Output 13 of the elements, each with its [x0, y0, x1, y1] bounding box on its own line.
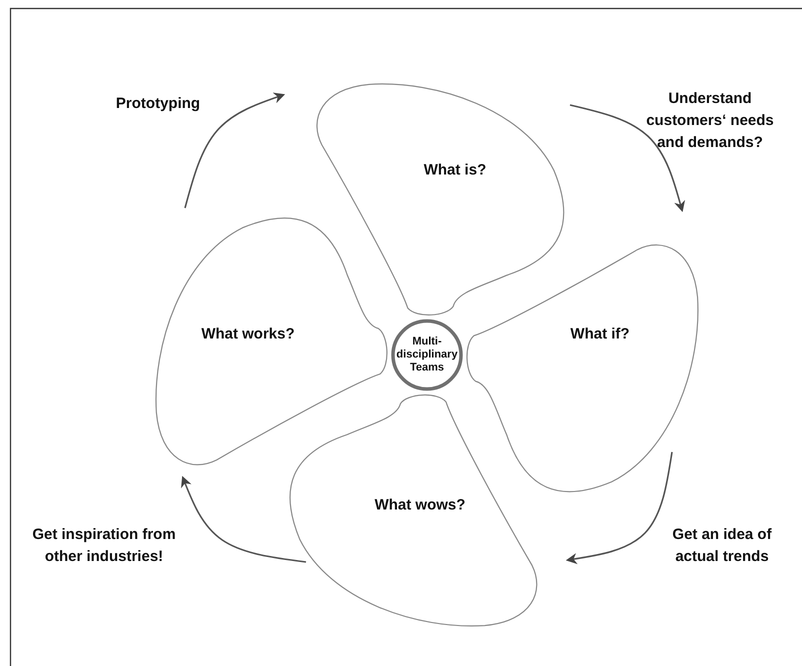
curved-arrow — [181, 476, 306, 563]
edge-label: Get an idea of actual trends — [671, 525, 773, 567]
edge-label: Understand customers‘ needs and demands? — [645, 89, 775, 153]
petal-label: What works? — [201, 325, 295, 342]
curved-arrow — [566, 452, 673, 564]
petal-label: What wows? — [374, 496, 466, 514]
edge-label: Get inspiration from other industries! — [31, 525, 177, 567]
petal-label: What if? — [570, 325, 630, 342]
center-label: Multi-disciplinary Teams — [395, 336, 459, 374]
petal-label: What is? — [424, 161, 486, 178]
curved-arrow — [184, 92, 286, 208]
curved-arrow — [570, 104, 686, 212]
edge-label: Prototyping — [114, 94, 202, 114]
